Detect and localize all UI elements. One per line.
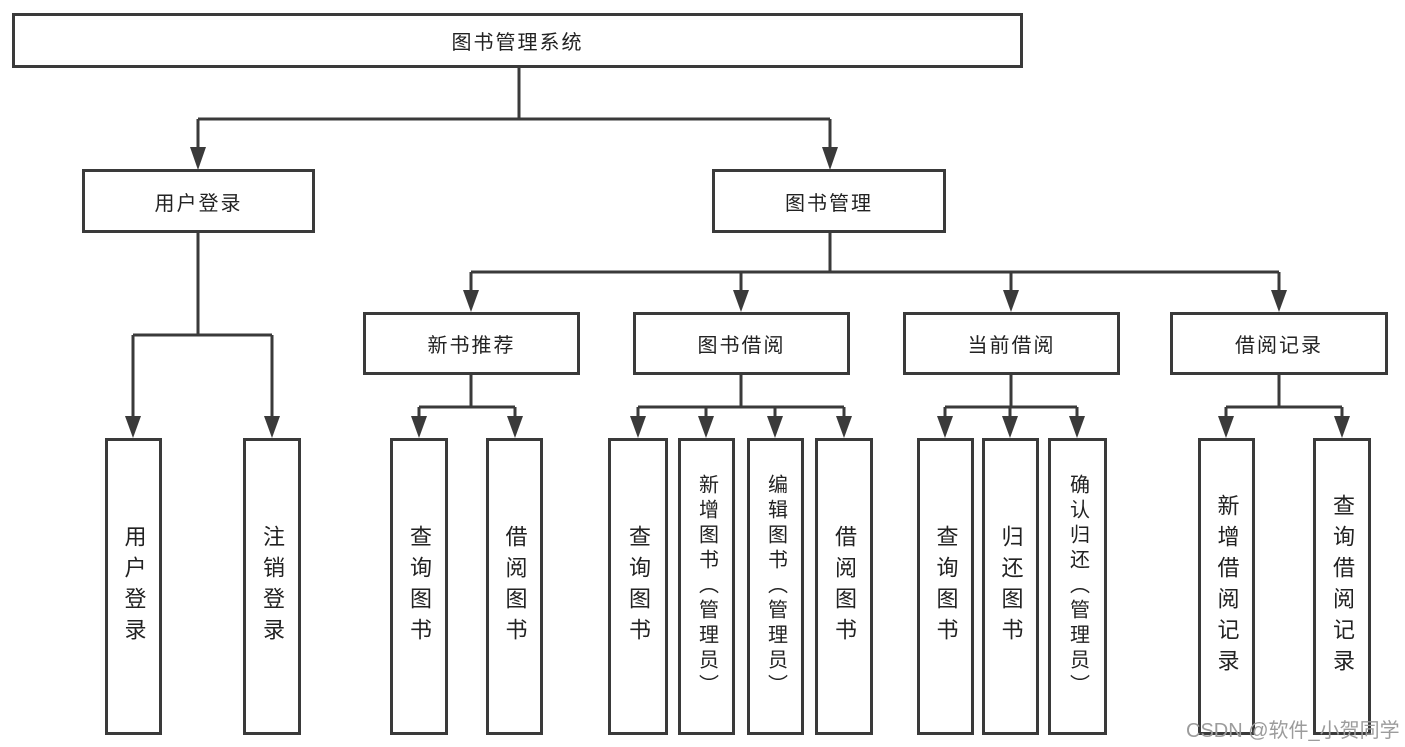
node-new-book-recommend-label: 新书推荐 xyxy=(427,335,516,357)
leaf-add-book-admin-label: 新增图书（管理员） xyxy=(695,474,718,699)
leaf-edit-book-admin: 编辑图书（管理员） xyxy=(747,438,804,735)
leaf-query-books-recommend-label: 查询图书 xyxy=(407,524,432,649)
node-borrow-record: 借阅记录 xyxy=(1170,312,1388,375)
connector-book-borrow-to-leaves xyxy=(630,375,852,438)
leaf-add-borrow-record-label: 新增借阅记录 xyxy=(1214,493,1240,680)
leaf-confirm-return-admin: 确认归还（管理员） xyxy=(1048,438,1107,735)
leaf-user-login-label: 用户登录 xyxy=(121,524,147,649)
leaf-query-books-borrow: 查询图书 xyxy=(608,438,668,735)
leaf-borrow-books-recommend: 借阅图书 xyxy=(486,438,543,735)
node-new-book-recommend: 新书推荐 xyxy=(363,312,580,375)
leaf-query-borrow-record-label: 查询借阅记录 xyxy=(1330,493,1355,680)
node-current-borrow-label: 当前借阅 xyxy=(967,335,1056,357)
node-borrow-record-label: 借阅记录 xyxy=(1235,335,1323,357)
node-user-login-module-label: 用户登录 xyxy=(154,192,243,215)
leaf-return-books-label: 归还图书 xyxy=(998,524,1024,649)
connector-user-login-to-leaves xyxy=(125,233,280,438)
node-book-management-label: 图书管理 xyxy=(785,192,873,215)
leaf-confirm-return-admin-label: 确认归还（管理员） xyxy=(1066,474,1089,699)
leaf-borrow-books: 借阅图书 xyxy=(815,438,873,735)
leaf-query-books-recommend: 查询图书 xyxy=(390,438,448,735)
leaf-borrow-books-recommend-label: 借阅图书 xyxy=(502,524,528,649)
leaf-logout: 注销登录 xyxy=(243,438,301,735)
node-current-borrow: 当前借阅 xyxy=(903,312,1120,375)
leaf-user-login: 用户登录 xyxy=(105,438,162,735)
leaf-query-books-current-label: 查询图书 xyxy=(933,524,959,649)
connector-root-to-level2 xyxy=(190,68,838,170)
node-user-login-module: 用户登录 xyxy=(82,169,315,233)
leaf-return-books: 归还图书 xyxy=(982,438,1039,735)
leaf-logout-label: 注销登录 xyxy=(260,524,285,649)
connector-current-borrow-to-leaves xyxy=(937,375,1085,438)
leaf-query-borrow-record: 查询借阅记录 xyxy=(1313,438,1371,735)
leaf-borrow-books-label: 借阅图书 xyxy=(832,524,857,649)
node-book-management: 图书管理 xyxy=(712,169,946,233)
leaf-query-books-borrow-label: 查询图书 xyxy=(626,524,651,649)
node-library-management-system-label: 图书管理系统 xyxy=(451,32,584,54)
connector-borrow-record-to-leaves xyxy=(1218,375,1350,438)
leaf-edit-book-admin-label: 编辑图书（管理员） xyxy=(764,474,787,699)
leaf-add-book-admin: 新增图书（管理员） xyxy=(678,438,735,735)
watermark: CSDN @软件_小贺同学 xyxy=(1186,720,1400,742)
node-library-management-system: 图书管理系统 xyxy=(12,13,1023,68)
connector-book-management-to-level3 xyxy=(463,233,1287,312)
node-book-borrow-label: 图书借阅 xyxy=(697,335,786,357)
leaf-add-borrow-record: 新增借阅记录 xyxy=(1198,438,1255,735)
connector-new-book-recommend-to-leaves xyxy=(411,375,523,438)
node-book-borrow: 图书借阅 xyxy=(633,312,850,375)
leaf-query-books-current: 查询图书 xyxy=(917,438,974,735)
